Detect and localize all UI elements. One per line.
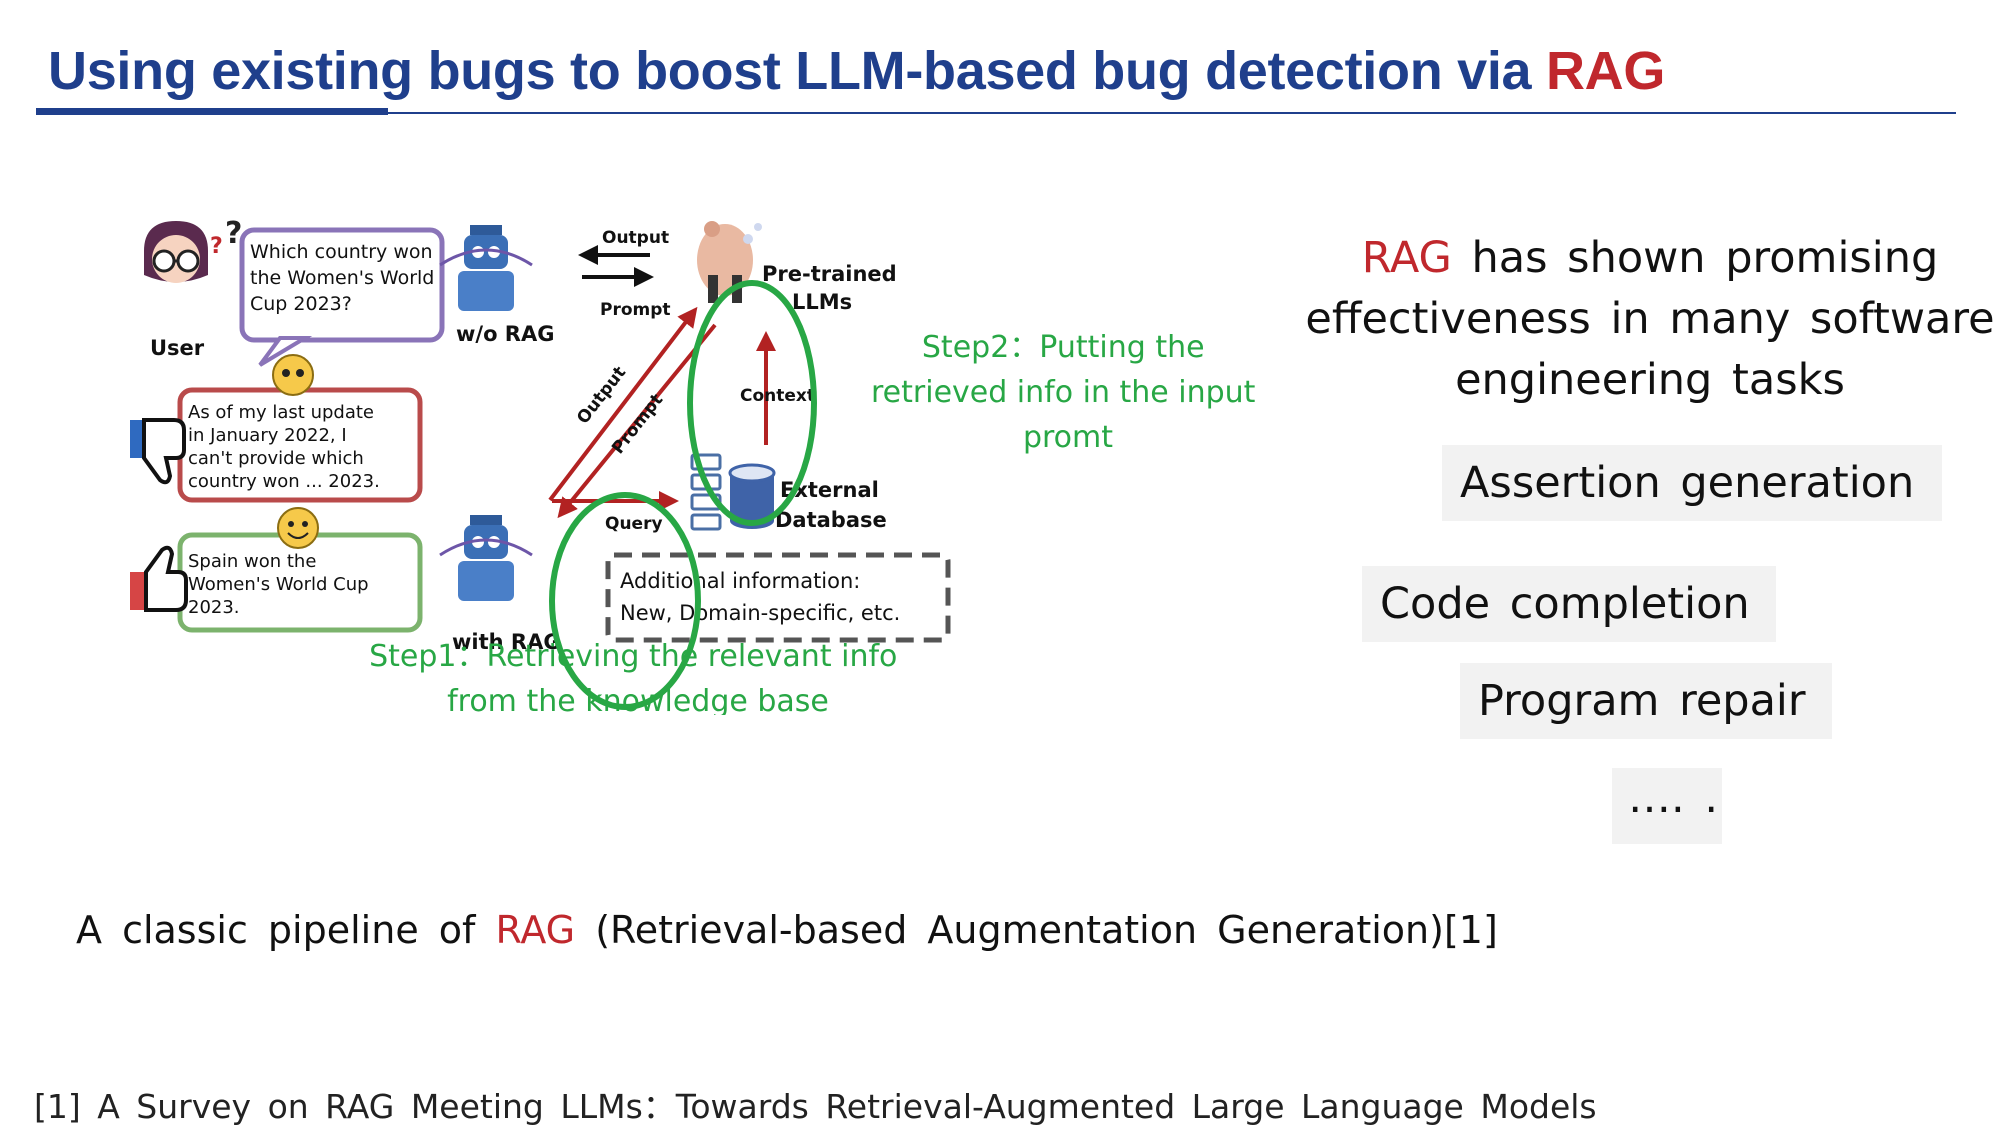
task-program-repair: Program repair <box>1460 663 1832 739</box>
question-bubble <box>239 227 445 343</box>
title-highlight: RAG <box>1545 41 1666 101</box>
task-ellipsis: …. . <box>1612 768 1722 844</box>
rag-pipeline-figure: ? ? User Which country won the Women's W… <box>130 215 1300 719</box>
title-accent-bar <box>36 108 388 115</box>
emoji-icon <box>272 354 314 396</box>
query-label: Query <box>605 514 663 534</box>
robot-icon <box>439 515 533 601</box>
step1-highlight-ellipse <box>549 492 701 710</box>
figure-caption: A classic pipeline of RAG (Retrieval-bas… <box>76 908 1498 952</box>
rag-summary: RAG has shown promising effectiveness in … <box>1300 228 2000 411</box>
title-main: Using existing bugs to boost LLM-based b… <box>48 41 1546 101</box>
prompt-diag-label: Prompt <box>608 390 667 458</box>
robot-icon <box>439 225 533 311</box>
with-rag-label: with RAG <box>452 630 561 654</box>
good-answer-text: Spain won the Women's World Cup 2023. <box>188 551 374 618</box>
caption-highlight: RAG <box>495 908 576 952</box>
svg-text:?: ? <box>225 216 242 251</box>
llm-label: Pre-trained LLMs <box>762 262 904 314</box>
slide-title: Using existing bugs to boost LLM-based b… <box>48 40 1665 102</box>
output-diag-label: Output <box>573 363 630 428</box>
bad-answer-text: As of my last update in January 2022, I … <box>188 402 380 492</box>
step1-annotation: Step1：Retrieving the relevant info from … <box>369 639 907 715</box>
summary-line2: effectiveness in many software <box>1305 294 1995 344</box>
thumbs-down-icon <box>130 418 186 485</box>
task-code-completion: Code completion <box>1362 566 1776 642</box>
thumbs-up-icon <box>130 545 188 612</box>
emoji-icon <box>277 507 319 549</box>
context-label: Context <box>740 386 815 406</box>
db-label: External Database <box>775 478 887 532</box>
caption-prefix: A classic pipeline of <box>76 908 496 952</box>
wo-rag-label: w/o RAG <box>456 322 554 346</box>
reference-footnote: [1] A Survey on RAG Meeting LLMs：Towards… <box>34 1087 1597 1126</box>
title-divider <box>36 112 1956 114</box>
svg-text:?: ? <box>210 234 223 259</box>
task-assertion-generation: Assertion generation <box>1442 445 1942 521</box>
step2-highlight-ellipse <box>687 280 817 526</box>
additional-info-box <box>605 552 951 643</box>
question-text: Which country won the Women's World Cup … <box>250 241 440 315</box>
step2-annotation: Step2：Putting the retrieved info in the … <box>871 330 1265 455</box>
additional-info-text: Additional information: New, Domain-spec… <box>620 569 900 625</box>
summary-highlight: RAG <box>1361 233 1452 283</box>
caption-suffix: (Retrieval-based Augmentation Generation… <box>575 908 1498 952</box>
summary-line1: has shown promising <box>1451 233 1939 283</box>
user-label: User <box>150 336 205 360</box>
confused-user-icon: ? ? <box>144 216 242 283</box>
output-label: Output <box>602 228 669 248</box>
prompt-label: Prompt <box>600 300 671 320</box>
summary-line3: engineering tasks <box>1455 355 1845 405</box>
